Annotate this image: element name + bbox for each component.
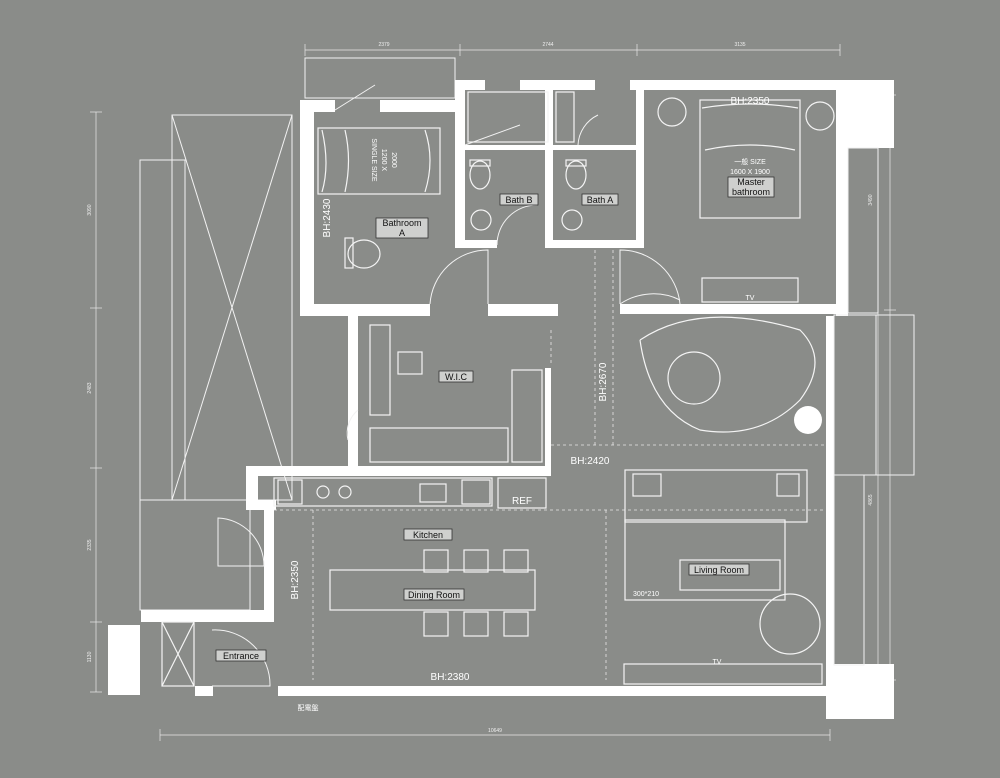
wic-furniture [369, 324, 552, 463]
dim-left-4: 1130 [87, 651, 93, 662]
kitchen-counter [273, 477, 547, 509]
balcony-void [139, 57, 456, 611]
living-label-box [688, 563, 750, 576]
entrance-cabinet [161, 621, 195, 687]
bed-single-line-1: SINGLE SIZE [370, 138, 377, 182]
dim-right-1: 3490 [868, 194, 874, 205]
dim-left-2: 2483 [87, 382, 93, 393]
living-furniture [623, 316, 823, 685]
bath-fixtures [344, 91, 587, 269]
bath-b-label-box [499, 193, 539, 206]
bh-master: BH:2350 [731, 96, 770, 107]
master-label-box [727, 176, 775, 198]
single-bed [317, 127, 441, 195]
entrance-label: Entrance [223, 651, 259, 661]
dining-set [329, 549, 536, 637]
dining-label-box [403, 588, 465, 601]
kitchen-label-box [403, 528, 453, 541]
bh-bathroom-a: BH:2430 [322, 198, 333, 237]
wic-label: W.I.C [445, 372, 467, 382]
bath-a-label-box [581, 193, 619, 206]
tv-master-label: TV [746, 295, 755, 302]
walls [108, 80, 894, 719]
living-label: Living Room [694, 565, 744, 575]
ref-label: REF [512, 496, 532, 507]
bed-single-line-3: 2000 [390, 152, 397, 168]
master-bed [657, 97, 835, 303]
bathroom-a-label-box [375, 217, 429, 239]
wic-label-box [438, 370, 474, 383]
doors [211, 84, 681, 687]
rug-size-label: 300*210 [633, 591, 659, 598]
bh-bottom: BH:2380 [431, 672, 470, 683]
dim-right-2: 4865 [868, 494, 874, 505]
bath-a-label: Bath A [587, 195, 614, 205]
dim-left-1: 3090 [87, 204, 93, 215]
bh-living-edge: BH:2420 [571, 456, 610, 467]
dining-label: Dining Room [408, 590, 460, 600]
bed-master-line-1: 一般 SIZE [734, 157, 766, 166]
windows [833, 147, 915, 666]
dim-left-3: 2335 [87, 539, 93, 550]
bed-master-line-2: 1600 X 1900 [730, 169, 770, 176]
dim-bottom: 10649 [488, 728, 502, 734]
master-label-1: Master [737, 177, 765, 187]
master-label-2: bathroom [732, 187, 770, 197]
tv-living-label: TV [713, 659, 722, 666]
dim-top-3: 3135 [734, 42, 745, 48]
entrance-label-box [215, 649, 267, 662]
dim-top-1: 2379 [378, 42, 389, 48]
bath-b-label: Bath B [505, 195, 532, 205]
kitchen-label: Kitchen [413, 530, 443, 540]
bed-single-line-2: 1200 X [380, 149, 387, 172]
bathroom-a-label-2: A [399, 228, 405, 238]
dim-top-2: 2744 [542, 42, 553, 48]
panel-label: 配電盤 [298, 703, 319, 712]
bathroom-a-label-1: Bathroom [382, 218, 421, 228]
corridor-lines [274, 250, 826, 680]
bh-dining: BH:2350 [290, 560, 301, 599]
bh-corridor: BH:2670 [598, 362, 609, 401]
